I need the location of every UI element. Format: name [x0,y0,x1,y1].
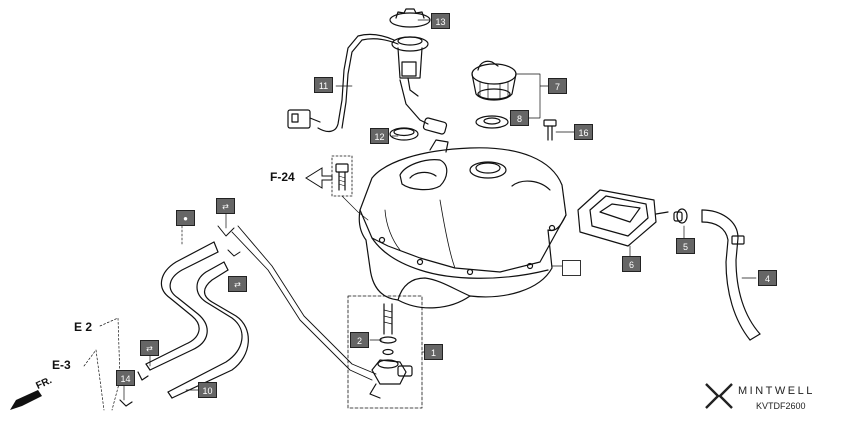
fuel-hoses [119,225,377,407]
callout-5: 5 [676,238,695,254]
clip-icon: ⇄ [228,276,247,292]
callout-2: 2 [350,332,369,348]
clip-icon: ● [176,210,195,226]
fuel-tank [358,139,567,309]
clip-icon: ⇄ [216,198,235,214]
leader-lines [83,19,757,411]
fuel-pump-assembly [287,33,448,135]
callout-6: 6 [622,256,641,272]
ref-f24: F-24 [270,170,295,184]
callout-11: 11 [314,77,333,93]
callout-7: 7 [548,78,567,94]
drain-hose [701,209,761,341]
fuel-cap [471,60,517,101]
callout-1: 1 [424,344,443,360]
callout-12: 12 [370,128,389,144]
callout-16: 16 [574,124,593,140]
brand-name: MINTWELL [738,385,815,397]
cap-gasket [475,115,509,129]
lock-ring [389,8,431,28]
filler-tray [577,189,669,247]
fuel-valve [347,295,423,409]
front-arrow [10,390,42,410]
ref-e2: E 2 [74,320,93,334]
callout-4: 4 [758,270,777,286]
mintwell-logo [705,383,733,409]
grommet [673,208,688,224]
diagram-code: KVTDF2600 [756,401,806,411]
bolt-16 [543,119,557,141]
callout-blank [562,260,581,276]
bolt-f24 [331,155,353,197]
callout-8: 8 [510,110,529,126]
seal-ring [389,127,419,141]
callout-10: 10 [198,382,217,398]
ref-e3: E-3 [52,358,71,372]
f24-arrow [305,167,333,189]
callout-13: 13 [431,13,450,29]
clip-icon: ⇄ [140,340,159,356]
callout-14: 14 [116,370,135,386]
